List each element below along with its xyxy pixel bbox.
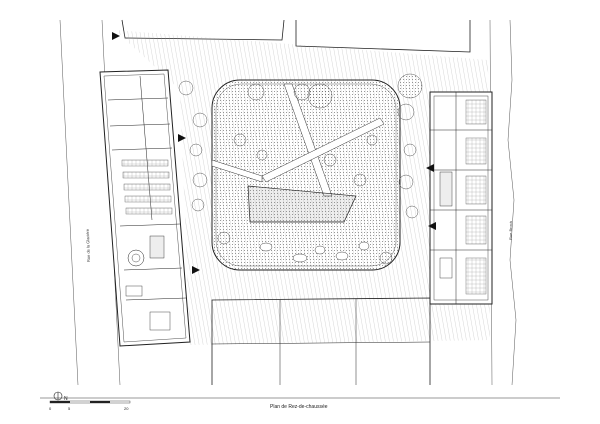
- street-left-label: Rue de la Glacière: [85, 228, 91, 262]
- garden-stones: [259, 241, 370, 263]
- entrance-arrow-icon: [426, 164, 434, 172]
- street-right-label: Rue Brocà: [508, 220, 513, 240]
- entrance-arrow-icon: [112, 32, 120, 40]
- building-right: [429, 91, 493, 305]
- scale-label-end: 20: [124, 406, 129, 411]
- entrance-arrow-icon: [178, 134, 186, 142]
- entrance-arrow-icon: [192, 266, 200, 274]
- central-garden-inner-edge: [215, 83, 397, 267]
- north-label: N: [64, 396, 68, 402]
- garden-paths: [211, 83, 385, 197]
- scale-label-start: 0: [49, 406, 52, 411]
- trees: [178, 73, 423, 265]
- entrance-arrow-icon: [428, 222, 436, 230]
- street-right: Rue Brocà: [489, 19, 517, 386]
- drawing-title: Plan de Rez-de-chaussée: [270, 404, 328, 410]
- central-garden: [211, 79, 401, 271]
- entrance-arrows: [112, 32, 436, 274]
- scale-bar: [49, 400, 131, 404]
- building-left: [99, 69, 191, 347]
- scale-label-mid: 5: [68, 406, 71, 411]
- north-arrow-icon: [53, 391, 63, 401]
- neighbour-buildings-bottom: [211, 297, 431, 385]
- glass-pavilion: [247, 185, 357, 223]
